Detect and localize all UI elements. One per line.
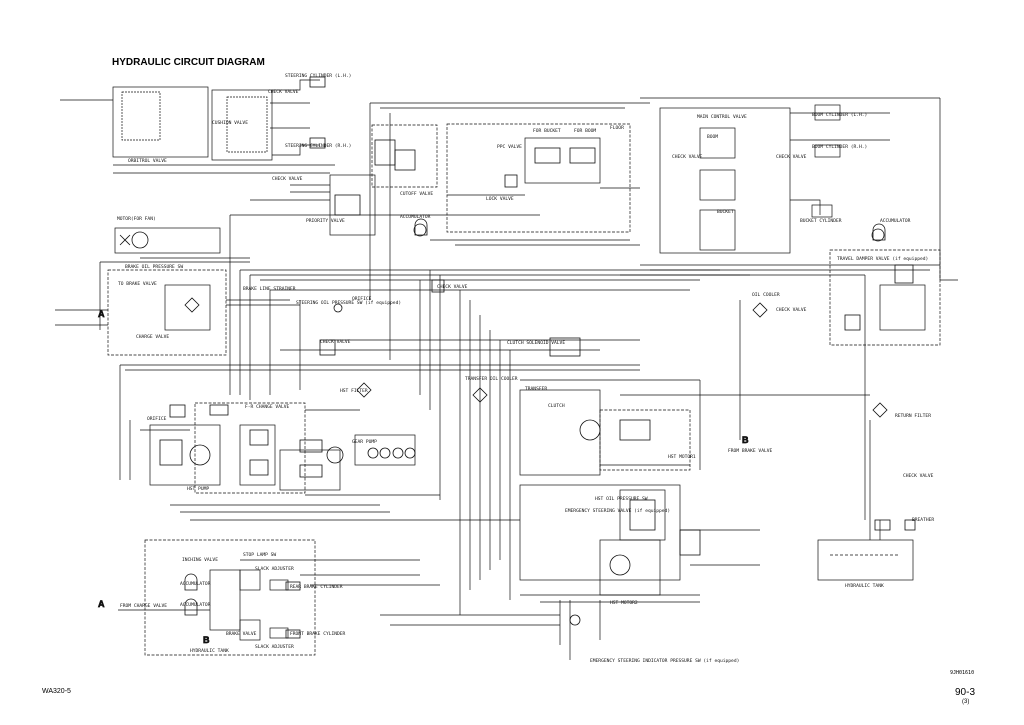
label-brake-oil-sw: BRAKE OIL PRESSURE SW xyxy=(125,264,183,270)
label-boom: BOOM xyxy=(707,134,718,140)
connection-markers: A A B B xyxy=(98,309,750,646)
label-orifice-1: ORIFICE xyxy=(352,296,372,302)
label-motor-fan: MOTOR(FOR FAN) xyxy=(117,216,156,222)
label-hst-oil-sw: HST OIL PRESSURE SW xyxy=(595,496,648,502)
label-hst-pump: HST PUMP xyxy=(187,486,209,492)
label-cutoff-valve: CUTOFF VALVE xyxy=(400,191,433,197)
hst-motor1-symbol xyxy=(579,419,601,441)
drawing-code: 9JH01610 xyxy=(950,670,975,676)
label-slack-adjuster-1: SLACK ADJUSTER xyxy=(255,566,294,572)
label-check-valve-5: CHECK VALVE xyxy=(437,284,468,290)
label-charge-valve: CHARGE VALVE xyxy=(136,334,169,340)
label-steering-cyl-lh: STEERING CYLINDER (L.H.) xyxy=(285,73,351,79)
label-from-brake-valve: FROM BRAKE VALVE xyxy=(728,448,772,454)
marker-a-upper: A xyxy=(98,309,105,319)
label-from-charge-valve: FROM CHARGE VALVE xyxy=(120,603,167,609)
label-transfer-oil-cooler: TRANSFER OIL COOLER xyxy=(465,376,518,382)
label-cushion-valve: CUSHION VALVE xyxy=(212,120,248,126)
label-orifice-2: ORIFICE xyxy=(147,416,167,422)
label-boom-cyl-rh: BOOM CYLINDER (R.H.) xyxy=(812,144,867,150)
label-accumulator-3: ACCUMULATOR xyxy=(180,581,211,587)
label-check-valve-2: CHECK VALVE xyxy=(272,176,303,182)
label-gear-pump: GEAR PUMP xyxy=(352,439,377,445)
label-stop-lamp-sw: STOP LAMP SW xyxy=(243,552,276,558)
label-transfer: TRANSFER xyxy=(525,386,547,392)
label-clutch: CLUTCH xyxy=(548,403,565,409)
label-check-valve-8: CHECK VALVE xyxy=(903,473,934,479)
label-to-brake-valve: TO BRAKE VALVE xyxy=(118,281,157,287)
label-emergency-sw: EMERGENCY STEERING INDICATOR PRESSURE SW… xyxy=(590,658,739,664)
label-hydraulic-tank-2: HYDRAULIC TANK xyxy=(190,648,229,654)
label-brake-line-strainer: BRAKE LINE STRAINER xyxy=(243,286,296,292)
marker-b-lower: B xyxy=(203,635,210,645)
label-for-bucket: FOR BUCKET xyxy=(533,128,561,134)
hst-pump-symbol xyxy=(189,444,211,466)
label-bucket: BUCKET xyxy=(717,209,734,215)
label-hst-motor-1: HST MOTOR1 xyxy=(668,454,696,460)
label-check-valve-1: CHECK VALVE xyxy=(268,89,299,95)
marker-a-lower: A xyxy=(98,599,105,609)
label-travel-damper: TRAVEL DAMPER VALVE (if equipped) xyxy=(837,256,928,262)
label-main-control-valve: MAIN CONTROL VALVE xyxy=(697,114,747,120)
page-sub-number: (3) xyxy=(962,699,970,705)
label-accumulator-4: ACCUMULATOR xyxy=(180,602,211,608)
label-rear-brake-cyl: REAR BRAKE CYLINDER xyxy=(290,584,343,590)
label-check-valve-4: CHECK VALVE xyxy=(776,154,807,160)
label-inching-valve: INCHING VALVE xyxy=(182,557,218,563)
fan-motor-symbol xyxy=(131,231,149,249)
label-boom-cyl-lh: BOOM CYLINDER (L.H.) xyxy=(812,112,867,118)
label-breather: BREATHER xyxy=(912,517,934,523)
label-hst-filter: HST FILTER xyxy=(340,388,368,394)
page-number: 90-3 xyxy=(955,687,976,698)
piping xyxy=(55,79,958,660)
label-accumulator-1: ACCUMULATOR xyxy=(400,214,431,220)
gear-pump-symbol xyxy=(326,446,344,464)
label-front-brake-cyl: FRONT BRAKE CYLINDER xyxy=(290,631,346,637)
label-clutch-solenoid: CLUTCH SOLENOID VALVE xyxy=(507,340,565,346)
components xyxy=(119,76,916,639)
component-labels: STEERING CYLINDER (L.H.) CHECK VALVE CUS… xyxy=(117,73,934,664)
label-slack-adjuster-2: SLACK ADJUSTER xyxy=(255,644,294,650)
label-fr-change-valve: F-R CHANGE VALVE xyxy=(245,404,289,410)
label-for-boom: FOR BOOM xyxy=(574,128,596,134)
label-brake-valve: BRAKE VALVE xyxy=(226,631,257,637)
label-steering-cyl-rh: STEERING CYLINDER (R.H.) xyxy=(285,143,351,149)
label-hst-motor-2: HST MOTOR2 xyxy=(610,600,638,606)
label-accumulator-2: ACCUMULATOR xyxy=(880,218,911,224)
label-hydraulic-tank-1: HYDRAULIC TANK xyxy=(845,583,884,589)
model-number: WA320-5 xyxy=(42,688,71,695)
label-oil-cooler: OIL COOLER xyxy=(752,292,780,298)
label-lock-valve: LOCK VALVE xyxy=(486,196,514,202)
label-floor: FLOOR xyxy=(610,125,624,131)
label-check-valve-3: CHECK VALVE xyxy=(672,154,703,160)
label-return-filter: RETURN FILTER xyxy=(895,413,931,419)
label-steering-oil-sw: STEERING OIL PRESSURE SW (if equipped) xyxy=(296,300,401,306)
label-orbitrol-valve: ORBITROL VALVE xyxy=(128,158,167,164)
label-emergency-steering-valve: EMERGENCY STEERING VALVE (if equipped) xyxy=(565,508,670,514)
hst-motor2-symbol xyxy=(609,554,631,576)
label-check-valve-6: CHECK VALVE xyxy=(320,339,351,345)
label-bucket-cylinder: BUCKET CYLINDER xyxy=(800,218,842,224)
label-check-valve-7: CHECK VALVE xyxy=(776,307,807,313)
motor-box xyxy=(159,439,183,466)
page-title: HYDRAULIC CIRCUIT DIAGRAM xyxy=(112,57,265,68)
label-priority-valve: PRIORITY VALVE xyxy=(306,218,345,224)
marker-b-right: B xyxy=(742,435,749,445)
label-ppc-valve: PPC VALVE xyxy=(497,144,522,150)
